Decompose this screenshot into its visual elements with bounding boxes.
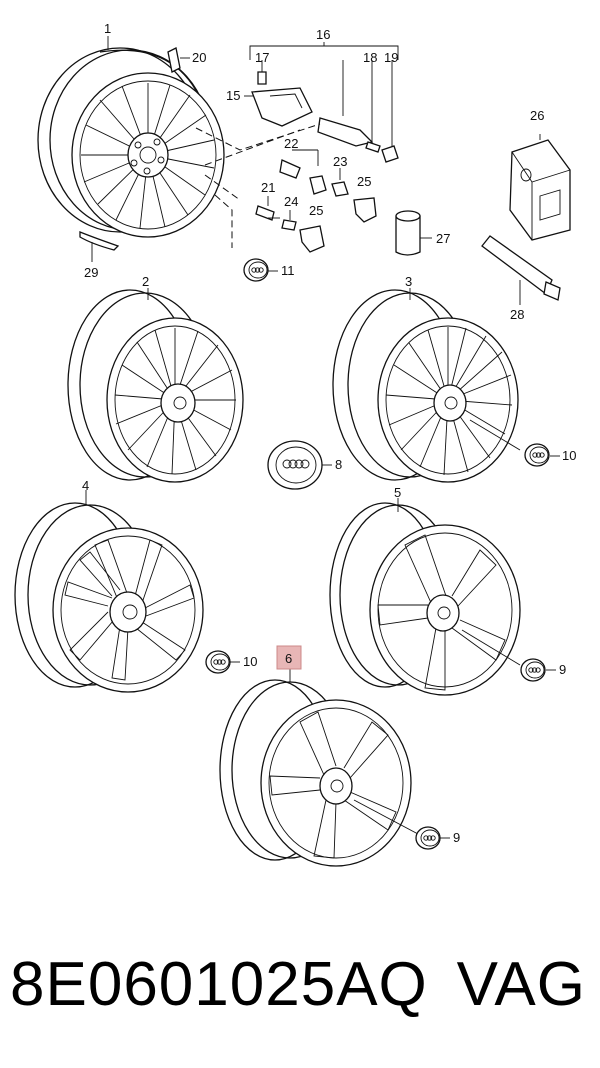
callout-9a: 9 <box>559 662 566 677</box>
tool-kit-26 <box>509 134 571 241</box>
callout-27: 27 <box>436 231 450 246</box>
callout-20: 20 <box>192 50 206 65</box>
parts-diagram: 1 2 3 4 5 6 8 9 9 10 10 11 15 16 17 18 1… <box>14 21 576 867</box>
highlight-box <box>276 645 302 670</box>
balance-weight-29 <box>79 231 120 251</box>
callout-19: 19 <box>384 50 398 65</box>
hub-cap-9b <box>415 826 441 850</box>
callout-11: 11 <box>281 263 295 278</box>
leader-lines <box>85 36 560 839</box>
callout-8: 8 <box>335 457 342 472</box>
callout-6: 6 <box>285 651 292 666</box>
callout-labels: 1 2 3 4 5 6 8 9 9 10 10 11 15 16 17 18 1… <box>82 21 576 845</box>
wheel-5 <box>329 502 521 696</box>
hub-cap-9a <box>520 658 546 682</box>
wheel-3 <box>332 289 521 483</box>
paste-can-27 <box>395 210 432 256</box>
callout-17: 17 <box>255 50 269 65</box>
callout-18: 18 <box>363 50 377 65</box>
part-number: 8E0601025AQ <box>10 950 428 1019</box>
callout-15: 15 <box>226 88 240 103</box>
callout-16: 16 <box>316 27 330 42</box>
callout-22: 22 <box>284 136 298 151</box>
callout-23: 23 <box>333 154 347 169</box>
callout-24: 24 <box>284 194 298 209</box>
callout-3: 3 <box>405 274 412 289</box>
callout-1: 1 <box>104 21 111 36</box>
center-cap-8 <box>267 440 323 490</box>
callout-5: 5 <box>394 485 401 500</box>
hub-cap-10a <box>524 443 550 467</box>
paste-tube-28 <box>481 235 561 305</box>
callout-26: 26 <box>530 108 544 123</box>
callout-2: 2 <box>142 274 149 289</box>
hub-cap-11 <box>243 258 269 282</box>
callout-9b: 9 <box>453 830 460 845</box>
callout-25a: 25 <box>357 174 371 189</box>
brand-label: VAG <box>456 950 586 1019</box>
wheel-2 <box>67 289 244 483</box>
callout-10a: 10 <box>562 448 576 463</box>
callout-29: 29 <box>84 265 98 280</box>
wheel-6 <box>219 679 419 867</box>
callout-25b: 25 <box>309 203 323 218</box>
wheel-4 <box>14 502 204 693</box>
callout-21: 21 <box>261 180 275 195</box>
valve-parts <box>167 42 399 253</box>
callout-28: 28 <box>510 307 524 322</box>
callout-10b: 10 <box>243 654 257 669</box>
wheel-1 <box>37 47 225 238</box>
callout-4: 4 <box>82 478 89 493</box>
hub-cap-10b <box>205 650 231 674</box>
